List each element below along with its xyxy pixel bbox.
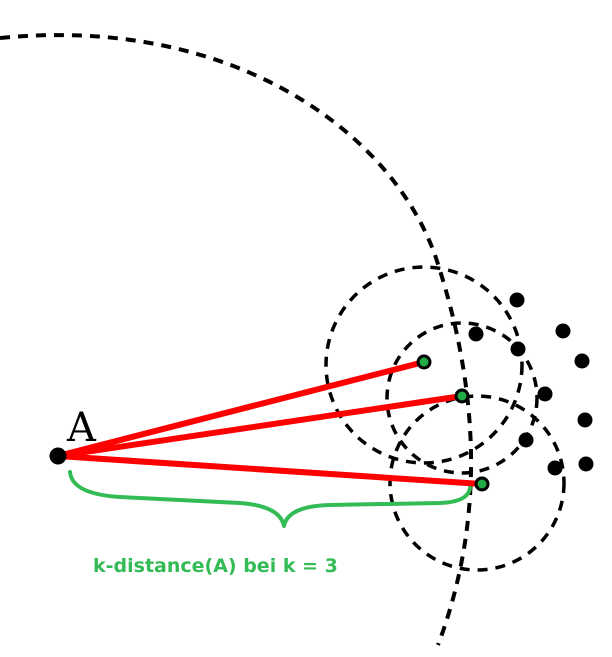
data-points	[468, 292, 594, 476]
data-point	[537, 386, 553, 402]
data-point	[577, 412, 593, 428]
neighbor-point-1	[416, 354, 432, 370]
data-point	[574, 353, 590, 369]
nearest-neighbors	[416, 354, 490, 492]
data-point	[547, 460, 563, 476]
data-point	[555, 323, 571, 339]
k-distance-brace	[68, 470, 472, 528]
distance-line-2	[57, 393, 463, 459]
distance-line-3	[57, 453, 483, 487]
k-distance-caption: k-distance(A) bei k = 3	[93, 555, 338, 577]
data-point	[509, 292, 525, 308]
neighbor-point-2	[454, 388, 470, 404]
data-point	[510, 341, 526, 357]
distance-line-1	[57, 359, 425, 459]
neighbor-circle-3	[388, 394, 566, 572]
neighbor-point-3	[474, 476, 490, 492]
neighbor-circle-1	[324, 265, 524, 465]
data-point	[468, 326, 484, 342]
point-a	[49, 447, 67, 465]
neighbor-circle-2	[385, 321, 539, 475]
data-point	[578, 456, 594, 472]
data-point	[518, 432, 534, 448]
large-dashed-arc	[0, 33, 474, 646]
point-a-label: A	[66, 405, 97, 451]
